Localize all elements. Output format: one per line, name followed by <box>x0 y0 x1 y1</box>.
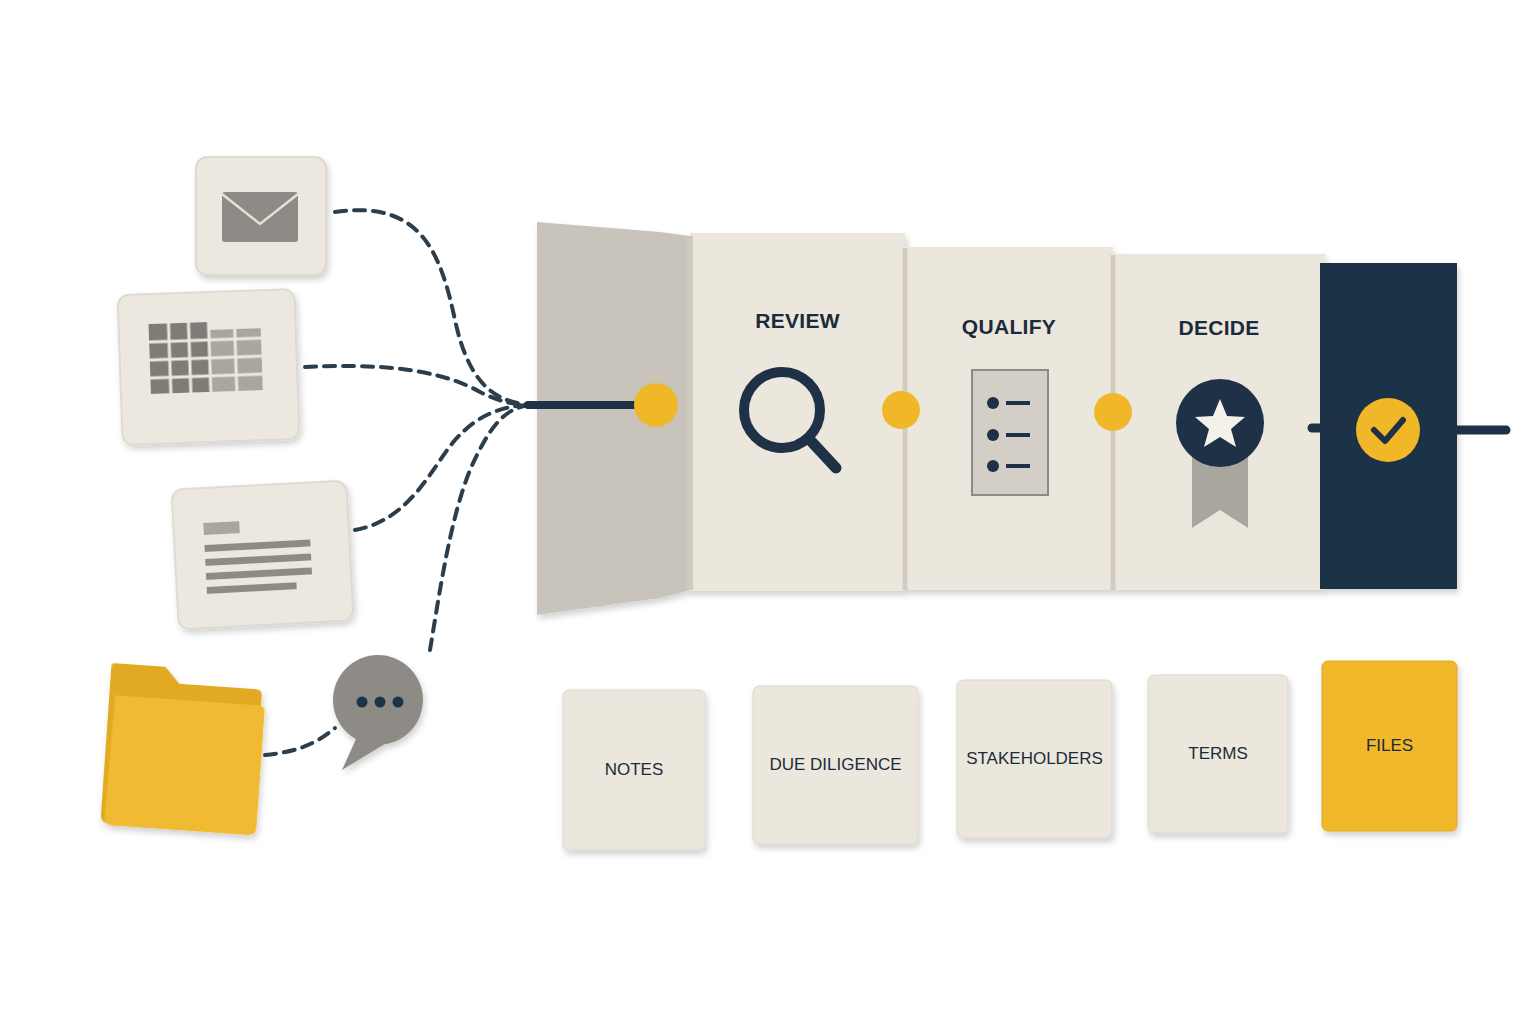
tab-card: STAKEHOLDERS <box>956 680 1113 838</box>
checklist-icon-part <box>987 460 999 472</box>
spreadsheet-card-part <box>150 356 262 360</box>
email-card <box>196 157 326 275</box>
brochure-part <box>690 233 905 591</box>
tab-cards-part <box>1148 675 1288 833</box>
flow-track-part <box>1374 420 1403 441</box>
step-label: DECIDE <box>1178 316 1259 340</box>
flow-track-part <box>1356 398 1420 462</box>
award-icon <box>1176 379 1264 528</box>
document-card-part <box>205 553 311 566</box>
flow-track-part <box>1094 393 1132 431</box>
tab-cards-part <box>563 690 705 850</box>
step-label: QUALIFY <box>962 315 1056 339</box>
chat-bubble-part <box>375 697 386 708</box>
brochure-part <box>687 236 693 590</box>
tab-card: TERMS <box>1148 675 1288 833</box>
card-label: STAKEHOLDERS <box>966 749 1103 769</box>
chat-bubble <box>333 655 423 770</box>
step-panel: REVIEW <box>690 233 905 591</box>
tab-cards-part <box>753 686 918 844</box>
document-card-part <box>171 480 353 629</box>
card-label: DUE DILIGENCE <box>769 755 901 775</box>
tab-cards-part <box>957 680 1112 838</box>
document-card-part <box>206 567 312 580</box>
step-label: REVIEW <box>755 309 840 333</box>
flow-track-part <box>1455 426 1506 435</box>
folder-icon <box>100 663 267 835</box>
document-card-part <box>203 521 240 535</box>
checklist-icon-part <box>987 397 999 409</box>
card-label: TERMS <box>1188 744 1248 764</box>
brochure-part <box>1113 254 1325 590</box>
spreadsheet-card <box>117 289 299 445</box>
tab-card: NOTES <box>563 690 705 850</box>
flow-track-part <box>528 401 650 409</box>
dashed-flow-line-part <box>305 366 530 405</box>
flow-track-part <box>882 391 920 429</box>
flow-track-part <box>1312 424 1336 433</box>
step-panel: QUALIFY <box>905 247 1113 590</box>
brochure-part <box>905 247 1113 590</box>
chat-bubble-part <box>393 697 404 708</box>
checklist-icon-part <box>1006 433 1030 437</box>
checklist-icon-part <box>972 370 1048 495</box>
checklist-icon-part <box>1006 401 1030 405</box>
dashed-flow-line-part <box>430 405 530 650</box>
chat-bubble-part <box>333 655 423 745</box>
spreadsheet-card-part <box>117 289 299 445</box>
tab-card: DUE DILIGENCE <box>753 686 918 844</box>
checklist-icon-part <box>987 429 999 441</box>
magnifier-icon-part <box>810 440 836 468</box>
magnifier-icon <box>744 372 836 468</box>
email-card-part <box>222 192 298 242</box>
email-card-part <box>222 194 298 224</box>
card-label: NOTES <box>605 760 664 780</box>
award-icon-part <box>1195 399 1245 447</box>
checklist-icon <box>972 370 1048 495</box>
card-label: FILES <box>1366 736 1413 756</box>
document-card-part <box>204 539 310 552</box>
brochure <box>537 222 1457 615</box>
tab-cards <box>563 661 1457 850</box>
brochure-part <box>537 222 690 615</box>
document-card-part <box>207 582 297 594</box>
email-card-part <box>196 157 326 275</box>
dashed-flow-line-part <box>335 210 530 405</box>
document-card <box>171 480 353 629</box>
tab-card: FILES <box>1322 661 1457 831</box>
flow-track-part <box>634 383 678 427</box>
folder-icon-part <box>104 695 265 835</box>
spreadsheet-card-part <box>150 374 262 378</box>
step-panel: DECIDE <box>1113 254 1325 590</box>
checklist-icon-part <box>1006 464 1030 468</box>
dashed-flow-line-part <box>265 728 335 755</box>
chat-bubble-part <box>357 697 368 708</box>
dashed-flow-line-part <box>355 405 530 530</box>
brochure-part <box>1320 263 1457 589</box>
spreadsheet-card-part <box>149 338 261 342</box>
spreadsheet-card-part <box>148 320 262 394</box>
tab-cards-part <box>1322 661 1457 831</box>
award-icon-part <box>1176 379 1264 467</box>
